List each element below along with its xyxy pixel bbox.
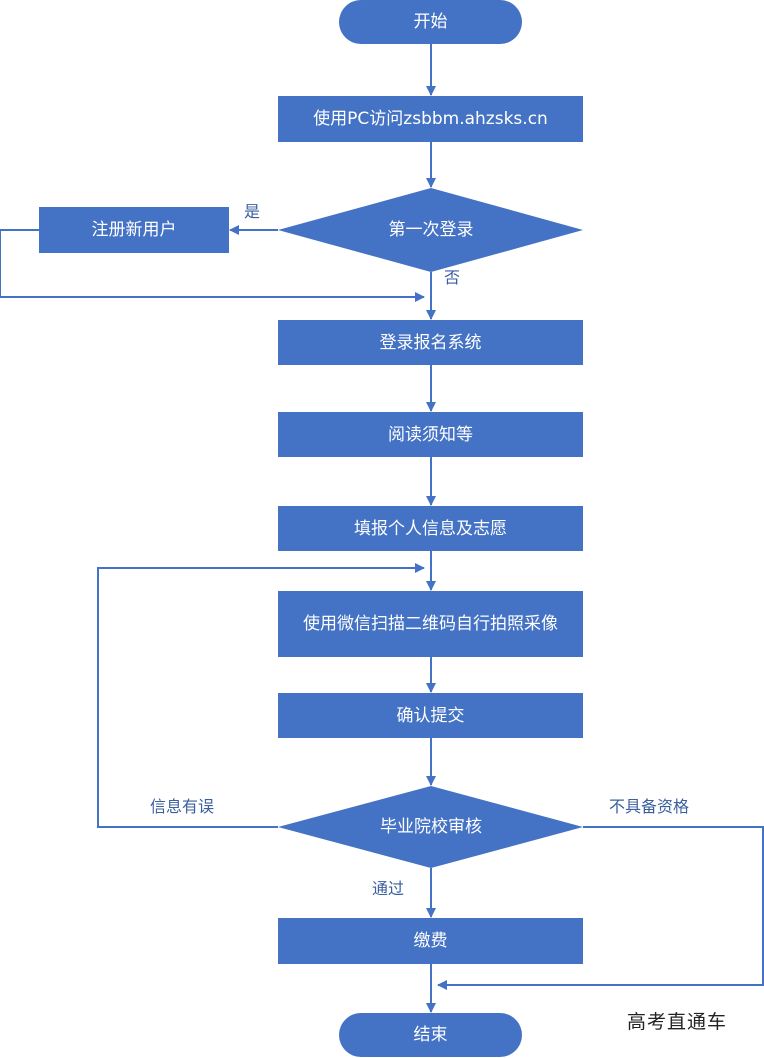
first-login-decision (278, 188, 583, 272)
fill-box (278, 506, 583, 551)
edge-label-passed: 通过 (372, 879, 405, 898)
visit-box (278, 96, 583, 142)
start-terminal (339, 0, 522, 44)
review-decision (278, 786, 583, 868)
edge-label-info-error: 信息有误 (150, 797, 215, 816)
watermark-text: 高考直通车 (627, 1011, 728, 1033)
pay-box (278, 918, 583, 964)
photo-box (278, 591, 583, 657)
arrow-review-error-loop (97, 563, 425, 828)
read-box (278, 412, 583, 457)
login-box (278, 320, 583, 365)
arrow-review-unqualified (437, 826, 764, 990)
end-terminal (339, 1013, 522, 1057)
register-box (39, 207, 229, 253)
edge-label-no: 否 (444, 268, 461, 287)
edge-label-unqualified: 不具备资格 (609, 797, 690, 816)
submit-box (278, 693, 583, 738)
arrow-register-return (0, 229, 425, 302)
edge-label-yes: 是 (244, 202, 261, 221)
